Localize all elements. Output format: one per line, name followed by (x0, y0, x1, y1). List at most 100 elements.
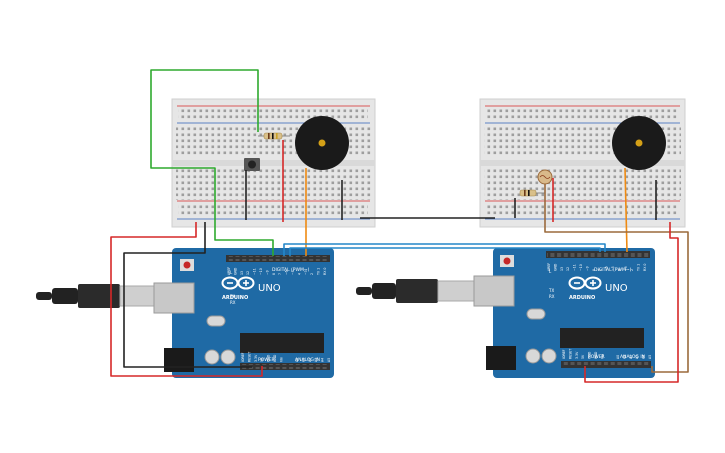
pin-label: 4 (617, 269, 621, 271)
pin-label: A4 (642, 355, 646, 359)
pin-label: ~3 (624, 266, 628, 271)
pin-label: 5V (581, 354, 585, 359)
model-label: UNO (605, 283, 628, 294)
wire-black-left-gnd[interactable] (123, 222, 252, 368)
led-label-rx: RX (549, 294, 555, 299)
pushbutton-icon[interactable] (244, 158, 260, 171)
pin-label: 5V (260, 357, 264, 362)
pin-label: ~6 (285, 270, 289, 275)
led-label-l: L (549, 269, 552, 274)
pin-label: RESET (568, 349, 572, 359)
pin-label: IOREF (562, 349, 566, 359)
pin-label: ~11 (253, 268, 257, 275)
pin-label: RX 0 (323, 268, 327, 275)
pin-label: ~5 (611, 266, 615, 271)
pin-label: 7 (598, 269, 602, 271)
pin-label: ~9 (585, 266, 589, 271)
pin-label: A1 (622, 355, 626, 359)
buzzer-icon[interactable] (295, 116, 349, 170)
pin-label: 4 (297, 273, 301, 275)
pin-label: AREF (547, 263, 551, 271)
led-label-rx: RX (230, 300, 236, 305)
pin-label: 2 (630, 269, 634, 271)
pin-label: TX 1 (637, 264, 641, 272)
brand-label: ARDUINO (222, 295, 248, 301)
pin-label: ~3 (304, 270, 308, 275)
wire-red-left-power[interactable] (110, 222, 263, 377)
wire-blue-link[interactable] (283, 243, 606, 256)
pin-label: A2 (308, 358, 312, 362)
pin-label: 12 (246, 271, 250, 275)
digital-header-label: DIGITAL (PWM~) (594, 267, 632, 273)
pin-label: Vin (600, 354, 604, 359)
usb-cable-icon (36, 284, 155, 308)
pin-label: RX 0 (643, 264, 647, 271)
pin-label: RESET (247, 352, 251, 362)
pin-label: GND (233, 267, 237, 275)
brand-label: ARDUINO (569, 295, 595, 301)
pin-label: ~11 (573, 264, 577, 271)
wire-red-right-power[interactable] (584, 222, 679, 383)
analog-header-label: ANALOG IN (295, 357, 320, 363)
pin-label: 12 (566, 267, 570, 271)
pin-label: 2 (310, 273, 314, 275)
pin-label: Vin (279, 357, 283, 362)
arduino-logo-icon (568, 276, 602, 290)
pin-label: GND (594, 351, 598, 359)
pin-label: GND (553, 263, 557, 271)
pin-label: 13 (240, 271, 244, 275)
resistor-icon[interactable] (258, 132, 290, 140)
pin-label: 8 (592, 269, 596, 271)
pin-label: TX 1 (317, 268, 321, 276)
wire-orange-right[interactable] (624, 167, 628, 253)
pin-label: ~10 (259, 268, 263, 275)
pin-label: ~9 (265, 270, 269, 275)
pin-label: A5 (648, 355, 652, 359)
pin-label: ~10 (579, 264, 583, 271)
pin-label: A1 (301, 358, 305, 362)
pin-label: 3.3V (575, 351, 579, 359)
pin-label: IOREF (241, 352, 245, 362)
analog-header-label: ANALOG IN (620, 354, 645, 360)
photoresistor-icon[interactable] (519, 169, 553, 197)
pin-label: A0 (616, 355, 620, 359)
pin-label: GND (267, 354, 271, 362)
usb-cable-icon (356, 279, 475, 303)
led-label-tx: TX (229, 294, 235, 299)
led-label-l: L (230, 270, 233, 275)
digital-header-label: DIGITAL (PWM~) (272, 267, 310, 273)
wire-brown-photoresistor[interactable] (544, 184, 689, 373)
arduino-board-left[interactable]: ARDUINO UNO DIGITAL (PWM~) POWER ANALOG … (153, 248, 334, 378)
model-label: UNO (258, 283, 281, 294)
buzzer-icon[interactable] (612, 116, 666, 170)
power-header-label: POWER (258, 357, 275, 363)
pin-label: 8 (272, 273, 276, 275)
arduino-logo-icon (221, 276, 255, 290)
pin-label: A3 (314, 358, 318, 362)
pin-label: AREF (227, 267, 231, 275)
wire-green[interactable] (150, 69, 274, 256)
pin-label: GND (273, 354, 277, 362)
pin-label: ~6 (605, 266, 609, 271)
pin-label: A5 (327, 358, 331, 362)
wire-blue-link2[interactable] (289, 247, 601, 256)
pin-label: 7 (278, 273, 282, 275)
pin-label: A2 (629, 355, 633, 359)
pin-label: ~5 (291, 270, 295, 275)
breadboard-left[interactable] (171, 98, 376, 228)
power-header-label: POWER (588, 354, 605, 360)
arduino-board-right[interactable]: ARDUINO UNO DIGITAL (PWM~) POWER ANALOG … (473, 248, 655, 378)
pin-label: A3 (635, 355, 639, 359)
led-label-tx: TX (548, 288, 554, 293)
pin-label: A4 (321, 358, 325, 362)
pin-label: GND (588, 351, 592, 359)
pin-label: A0 (295, 358, 299, 362)
pin-label: 3.3V (254, 354, 258, 362)
